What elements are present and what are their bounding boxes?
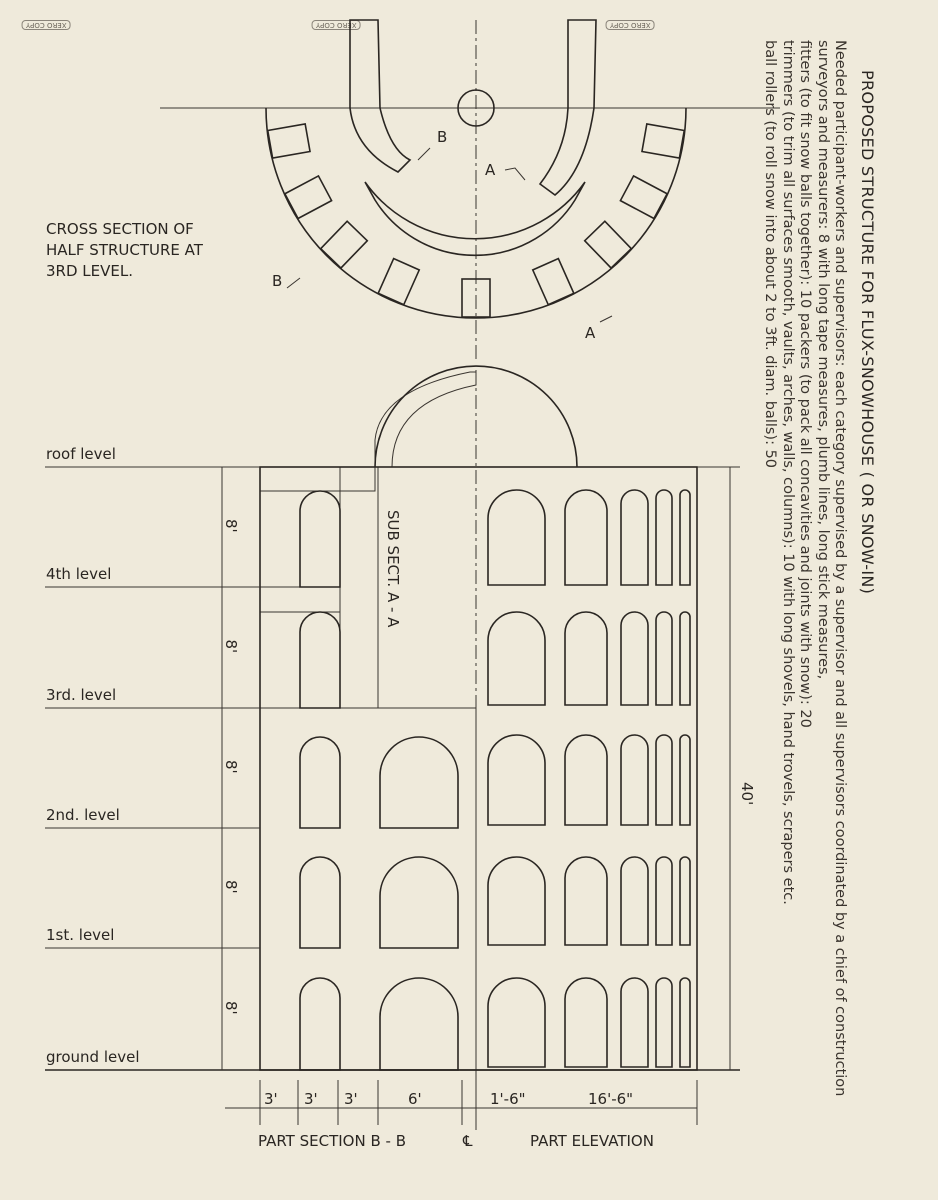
elevation-window <box>679 977 691 1068</box>
bottom-dim: 16'-6" <box>588 1090 633 1108</box>
section-opening <box>379 977 459 1071</box>
level-height-dim: 8' <box>222 880 240 894</box>
bottom-dim: 1'-6" <box>490 1090 526 1108</box>
elevation-window <box>679 611 691 706</box>
elevation-window <box>655 977 673 1068</box>
elevation-window <box>655 734 673 826</box>
plan-pier <box>266 122 311 160</box>
section-opening <box>299 856 341 949</box>
section-opening <box>299 490 341 588</box>
section-opening <box>379 736 459 829</box>
bottom-dim: 3' <box>344 1090 358 1108</box>
elevation-window <box>487 489 546 586</box>
plan-pier <box>461 278 491 318</box>
plan-pier <box>583 220 633 270</box>
centerline-symbol: ℄ <box>462 1132 473 1150</box>
plan-pier <box>641 122 686 160</box>
sub-section-label: SUB SECT. A - A <box>384 510 402 628</box>
elevation-caption: PART ELEVATION <box>530 1132 654 1150</box>
section-marker: B <box>437 128 447 146</box>
plan-pier <box>377 257 421 306</box>
bottom-dim: 3' <box>264 1090 278 1108</box>
elevation-window <box>655 489 673 586</box>
bottom-dim: 3' <box>304 1090 318 1108</box>
level-label: 2nd. level <box>46 806 120 824</box>
level-label: ground level <box>46 1048 140 1066</box>
plan-label: 3RD LEVEL. <box>46 262 133 280</box>
plan-pier <box>619 174 669 220</box>
elevation-window <box>487 734 546 826</box>
section-opening <box>299 977 341 1071</box>
section-opening <box>299 736 341 829</box>
level-height-dim: 8' <box>222 1001 240 1015</box>
section-opening <box>379 856 459 949</box>
plan-pier <box>283 174 333 220</box>
elevation-window <box>564 734 608 826</box>
level-label: 3rd. level <box>46 686 116 704</box>
level-height-dim: 8' <box>222 519 240 533</box>
plan-label: CROSS SECTION OF <box>46 220 194 238</box>
plan-pier <box>531 257 575 306</box>
level-label: roof level <box>46 445 116 463</box>
plan-label: HALF STRUCTURE AT <box>46 241 204 259</box>
elevation-window <box>620 977 649 1068</box>
elevation-window <box>564 856 608 946</box>
elevation-window <box>564 489 608 586</box>
elevation-window <box>679 856 691 946</box>
elevation-window <box>487 611 546 706</box>
level-height-dim: 8' <box>222 640 240 654</box>
section-elevation: roof level 8' 4th level 8' 3rd. level 8' 2nd. … <box>45 365 756 1150</box>
total-height-dim: 40' <box>738 782 756 805</box>
elevation-window <box>620 611 649 706</box>
elevation-window <box>679 489 691 586</box>
level-label: 4th level <box>46 565 111 583</box>
elevation-window <box>487 977 546 1068</box>
section-opening <box>299 611 341 709</box>
section-marker: A <box>585 324 596 342</box>
elevation-window <box>655 611 673 706</box>
elevation-window <box>655 856 673 946</box>
elevation-window <box>620 734 649 826</box>
plan-pier <box>319 220 369 270</box>
elevation-window <box>487 856 546 946</box>
elevation-window <box>564 611 608 706</box>
cross-section-plan: CROSS SECTION OF HALF STRUCTURE AT 3RD L… <box>46 19 780 360</box>
section-marker: B <box>272 272 282 290</box>
elevation-window <box>620 856 649 946</box>
bottom-dim: 6' <box>408 1090 422 1108</box>
section-caption: PART SECTION B - B <box>258 1132 406 1150</box>
elevation-window <box>564 977 608 1068</box>
level-height-dim: 8' <box>222 760 240 774</box>
elevation-window <box>620 489 649 586</box>
elevation-window <box>679 734 691 826</box>
level-label: 1st. level <box>46 926 114 944</box>
section-marker: A <box>485 161 496 179</box>
